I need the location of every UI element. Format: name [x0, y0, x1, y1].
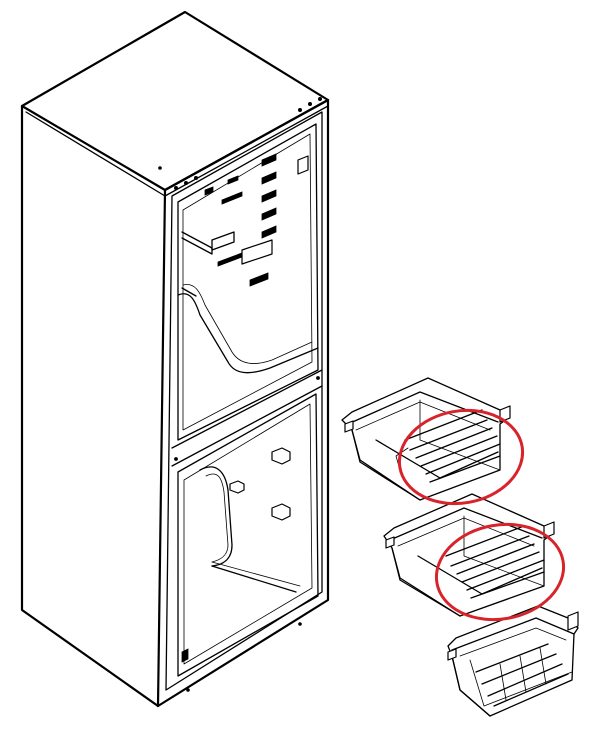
lower-compartment [177, 393, 319, 677]
shelf-peg [271, 447, 291, 465]
drawer-middle [383, 493, 555, 617]
light-switch [297, 155, 309, 175]
control-panel [241, 239, 273, 265]
vent-slot [261, 171, 277, 185]
compartment-divider [171, 369, 323, 467]
drawer-upper [341, 377, 511, 501]
frame-screws [158, 97, 322, 692]
vent-slot [261, 153, 277, 167]
shelf-peg [229, 480, 245, 494]
drawer-middle-rails [445, 525, 545, 599]
vent-slot [261, 225, 277, 239]
highlight-circle-upper [397, 408, 525, 506]
cabinet-left-side [20, 104, 167, 708]
highlight-circle-middle [434, 522, 566, 622]
drawer-lower [447, 605, 579, 717]
refrigerator-cabinet [20, 10, 330, 708]
cabinet-top [20, 10, 330, 192]
vent-slot [261, 189, 277, 203]
cabinet-front-frame [156, 98, 330, 708]
shelf-peg [271, 503, 291, 521]
drawer-upper-rails [404, 409, 501, 483]
vent-slot [261, 207, 277, 221]
upper-compartment [177, 123, 319, 441]
